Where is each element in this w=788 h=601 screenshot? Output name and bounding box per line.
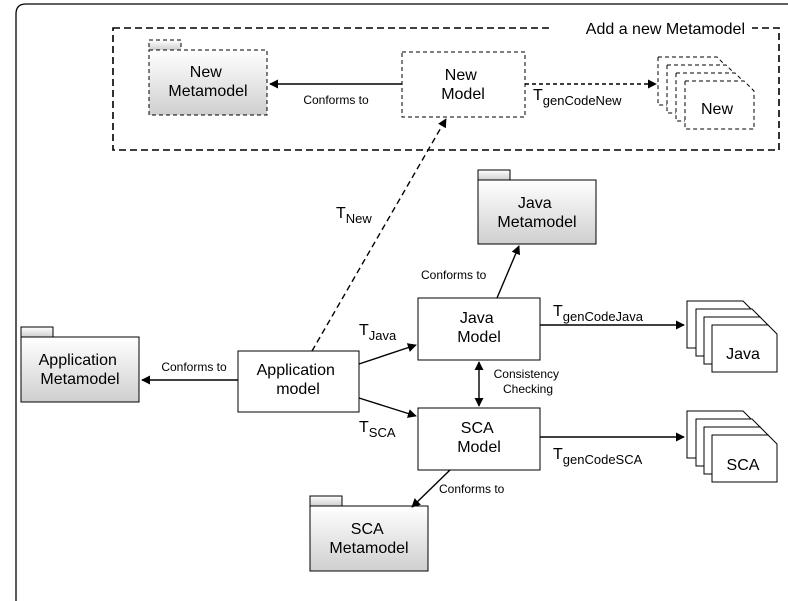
sca-metamodel-package[interactable]: SCA Metamodel — [309, 495, 429, 572]
outer-frame — [15, 3, 788, 601]
conforms-app-label: Conforms to — [161, 360, 227, 374]
t-java-arrow — [358, 343, 417, 365]
t-sca-arrow — [358, 397, 417, 418]
java-metamodel-package[interactable]: Java Metamodel — [477, 169, 597, 245]
conforms-sca-arrow — [411, 469, 451, 508]
new-metamodel-label: New Metamodel — [168, 64, 247, 100]
t-new-label: TNew — [336, 205, 372, 226]
java-model-label: Java Model — [457, 310, 501, 346]
sca-model-box[interactable]: SCA Model — [417, 407, 541, 471]
new-model-label: New Model — [441, 67, 485, 103]
application-model-box[interactable]: Application model — [237, 350, 360, 413]
sca-code-stack[interactable] — [686, 410, 778, 483]
t-java-label: TJava — [359, 322, 397, 343]
application-metamodel-label: Application Metamodel — [39, 352, 122, 388]
java-metamodel-label: Java Metamodel — [497, 195, 576, 231]
conforms-java-label: Conforms to — [421, 268, 487, 282]
consistency-label: Consistency Checking — [494, 367, 563, 396]
java-code-label: Java — [726, 346, 760, 363]
java-model-box[interactable]: Java Model — [417, 297, 541, 361]
group-title: Add a new Metamodel — [586, 21, 745, 38]
new-metamodel-group — [112, 27, 780, 151]
t-new-arrow — [311, 118, 447, 352]
conforms-java-arrow — [496, 245, 520, 299]
new-model-box[interactable]: New Model — [401, 51, 526, 118]
t-gencode-new-label: TgenCodeNew — [533, 87, 622, 108]
sca-model-label: SCA Model — [457, 420, 501, 456]
new-code-label: New — [701, 101, 733, 118]
application-metamodel-package[interactable]: Application Metamodel — [20, 326, 140, 403]
t-sca-label: TSCA — [359, 419, 396, 440]
java-code-stack[interactable] — [686, 300, 778, 373]
application-model-label: Application model — [257, 362, 340, 398]
conforms-sca-label: Conforms to — [439, 482, 505, 496]
new-code-stack[interactable] — [657, 56, 755, 130]
sca-metamodel-label: SCA Metamodel — [329, 521, 408, 557]
t-gencode-java-label: TgenCodeJava — [553, 303, 644, 324]
sca-code-label: SCA — [727, 457, 760, 474]
new-metamodel-package[interactable]: New Metamodel — [148, 39, 268, 116]
t-gencode-sca-label: TgenCodeSCA — [553, 446, 643, 467]
conforms-new-label: Conforms to — [303, 93, 369, 107]
